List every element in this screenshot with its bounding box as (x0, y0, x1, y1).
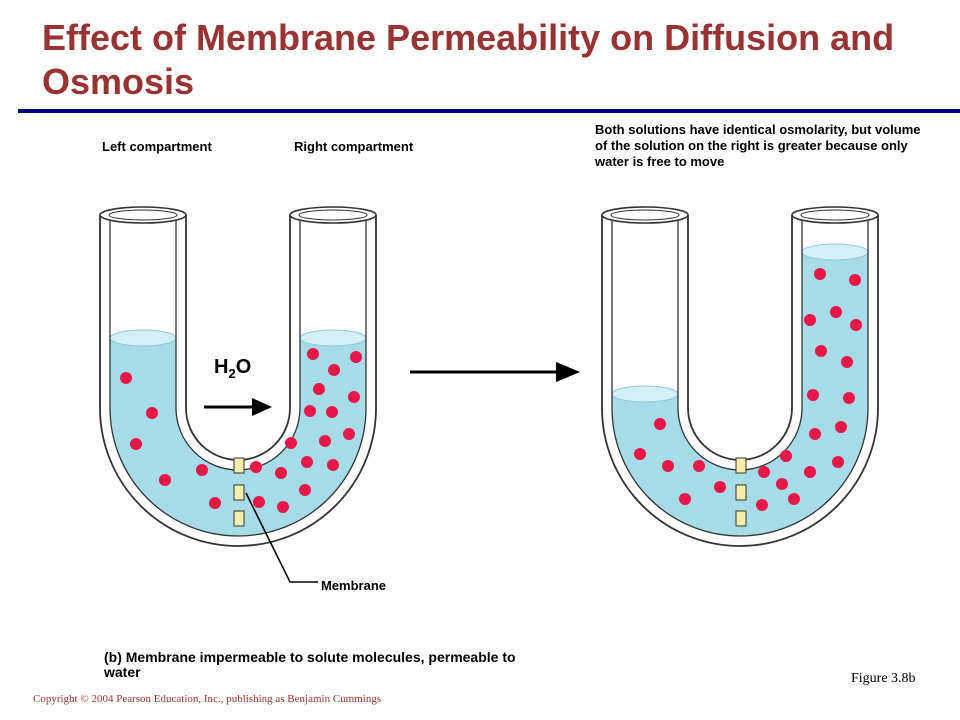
solutes-left-initial (120, 372, 221, 509)
left-compartment-label: Left compartment (102, 139, 212, 154)
solutes-right-initial (250, 348, 362, 513)
water-flow-arrow (204, 398, 272, 416)
surface-right-final (801, 243, 869, 261)
copyright-notice: Copyright © 2004 Pearson Education, Inc.… (33, 693, 382, 705)
figure-caption: (b) Membrane impermeable to solute molec… (104, 649, 516, 680)
solutes-right-final (756, 268, 862, 511)
membrane-initial (233, 457, 245, 527)
tube-outer-wall (99, 215, 377, 547)
surface-left-initial (109, 329, 177, 347)
transition-arrow (410, 362, 580, 382)
tube-glass-outer (109, 215, 367, 537)
slide-title: Effect of Membrane Permeability on Diffu… (42, 17, 895, 102)
result-note: Both solutions have identical osmolarity… (595, 122, 921, 169)
solutes-left-final (634, 418, 726, 505)
surface-right-initial (299, 329, 367, 347)
u-tube-final (601, 206, 879, 547)
right-compartment-label: Right compartment (294, 139, 414, 154)
membrane-label: Membrane (321, 578, 387, 593)
surface-left-final (611, 385, 679, 403)
membrane-final (735, 457, 747, 527)
tube-inner-glass (185, 215, 291, 461)
u-tube-initial (99, 206, 377, 547)
solution-final (612, 252, 868, 536)
tube-inner-wall (175, 215, 301, 471)
membrane-leader-line (245, 492, 318, 583)
figure-number: Figure 3.8b (851, 671, 916, 686)
title-divider (18, 109, 960, 113)
water-label: H2O (214, 356, 252, 381)
